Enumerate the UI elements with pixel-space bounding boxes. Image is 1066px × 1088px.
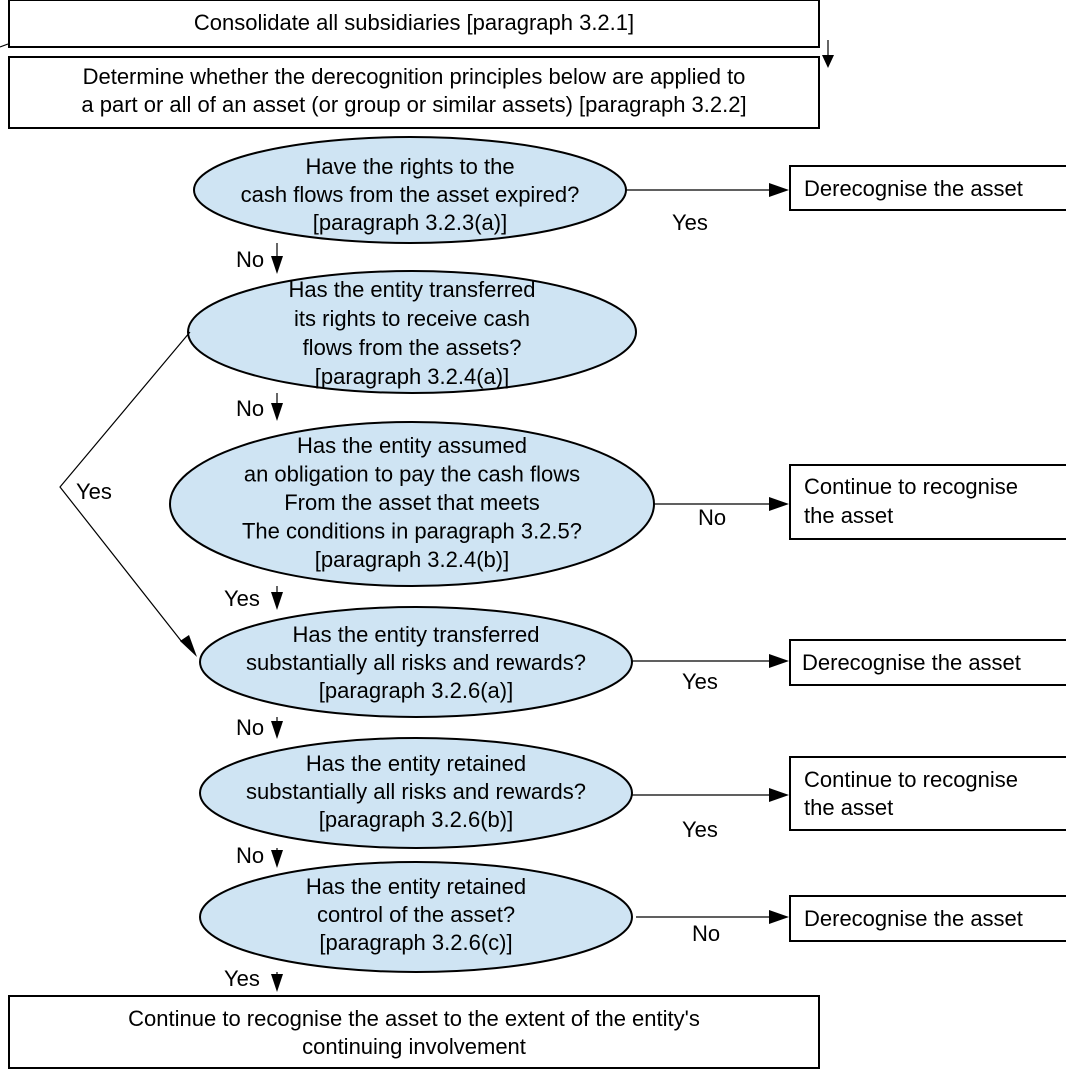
q6-no-connector: No: [636, 910, 789, 946]
text-line: [paragraph 3.2.3(a)]: [313, 210, 507, 235]
q3-yes-connector: Yes: [224, 586, 283, 611]
q4-no-label: No: [236, 715, 264, 740]
q1-no-label: No: [236, 247, 264, 272]
q5-no-connector: No: [236, 843, 283, 868]
question-retained-risks-text: Has the entity retained substantially all…: [246, 751, 586, 832]
derecognise-box-3: Derecognise the asset: [789, 895, 1066, 942]
text-line: Continue to recognise: [804, 767, 1018, 792]
question-expired-text: Have the rights to the cash flows from th…: [241, 154, 580, 235]
continue-text-2: Continue to recognise the asset: [804, 767, 1018, 820]
text-line: Derecognise the asset: [804, 176, 1023, 201]
q5-yes-label: Yes: [682, 817, 718, 842]
text-line: [paragraph 3.2.6(b)]: [319, 807, 513, 832]
text-line: an obligation to pay the cash flows: [244, 462, 580, 487]
question-obligation: Has the entity assumed an obligation to p…: [169, 421, 655, 587]
q2-no-connector: No: [236, 393, 283, 421]
text-line: Determine whether the derecognition prin…: [83, 64, 746, 89]
text-line: Derecognise the asset: [802, 650, 1021, 675]
text-line: Have the rights to the: [305, 154, 514, 179]
q1-no-connector: No: [236, 243, 283, 274]
derecognise-text-2: Derecognise the asset: [802, 650, 1021, 675]
q3-no-connector: No: [654, 497, 789, 530]
text-line: Has the entity retained: [306, 874, 526, 899]
text-line: Has the entity assumed: [297, 433, 527, 458]
text-line: substantially all risks and rewards?: [246, 779, 586, 804]
determine-box: Determine whether the derecognition prin…: [8, 56, 820, 129]
text-line: Has the entity transferred: [288, 277, 535, 302]
text-line: the asset: [804, 503, 893, 528]
q3-no-label: No: [698, 505, 726, 530]
q2-no-label: No: [236, 396, 264, 421]
question-retained-control-text: Has the entity retained control of the as…: [306, 874, 526, 955]
continue-box-2: Continue to recognise the asset: [789, 756, 1066, 831]
question-obligation-text: Has the entity assumed an obligation to p…: [242, 433, 582, 572]
text-line: substantially all risks and rewards?: [246, 650, 586, 675]
question-transferred-risks: Has the entity transferred substantially …: [199, 606, 633, 718]
text-line: a part or all of an asset (or group or s…: [81, 92, 746, 117]
q4-yes-label: Yes: [682, 669, 718, 694]
question-transferred-risks-text: Has the entity transferred substantially …: [246, 622, 586, 703]
text-line: Has the entity retained: [306, 751, 526, 776]
stray-arrow: [0, 40, 834, 68]
text-line: continuing involvement: [302, 1034, 526, 1059]
derecognise-box-1: Derecognise the asset: [789, 165, 1066, 211]
derecognise-text-3: Derecognise the asset: [804, 906, 1023, 931]
continue-box-1: Continue to recognise the asset: [789, 464, 1066, 540]
question-expired: Have the rights to the cash flows from th…: [193, 136, 627, 244]
text-line: [paragraph 3.2.4(b)]: [315, 547, 509, 572]
text-line: [paragraph 3.2.6(a)]: [319, 678, 513, 703]
derecognise-box-2: Derecognise the asset: [789, 639, 1066, 686]
q5-yes-connector: Yes: [632, 788, 789, 842]
text-line: Derecognise the asset: [804, 906, 1023, 931]
question-transferred-rights-text: Has the entity transferred its rights to …: [288, 277, 535, 389]
q6-no-label: No: [692, 921, 720, 946]
text-line: [paragraph 3.2.4(a)]: [315, 364, 509, 389]
question-transferred-rights: Has the entity transferred its rights to …: [187, 270, 637, 394]
text-line: flows from the assets?: [303, 335, 522, 360]
derecognise-text-1: Derecognise the asset: [804, 176, 1023, 201]
text-line: Has the entity transferred: [292, 622, 539, 647]
question-retained-control: Has the entity retained control of the as…: [199, 861, 633, 973]
text-line: Consolidate all subsidiaries [paragraph …: [194, 10, 634, 35]
final-text: Continue to recognise the asset to the e…: [128, 1006, 700, 1059]
text-line: The conditions in paragraph 3.2.5?: [242, 519, 582, 544]
q6-yes-connector: Yes: [224, 966, 283, 992]
consolidate-text: Consolidate all subsidiaries [paragraph …: [194, 10, 634, 35]
text-line: From the asset that meets: [284, 490, 540, 515]
text-line: control of the asset?: [317, 902, 515, 927]
continue-text-1: Continue to recognise the asset: [804, 474, 1018, 528]
determine-text: Determine whether the derecognition prin…: [81, 64, 746, 117]
consolidate-box: Consolidate all subsidiaries [paragraph …: [8, 0, 820, 48]
text-line: cash flows from the asset expired?: [241, 182, 580, 207]
q4-yes-connector: Yes: [632, 654, 789, 694]
question-retained-risks: Has the entity retained substantially all…: [199, 737, 633, 849]
q5-no-label: No: [236, 843, 264, 868]
text-line: Continue to recognise: [804, 474, 1018, 499]
text-line: Continue to recognise the asset to the e…: [128, 1006, 700, 1031]
text-line: [paragraph 3.2.6(c)]: [319, 930, 512, 955]
text-line: the asset: [804, 795, 893, 820]
q6-yes-label: Yes: [224, 966, 260, 991]
final-box: Continue to recognise the asset to the e…: [8, 995, 820, 1069]
q2-yes-connector: Yes: [59, 331, 197, 657]
q1-yes-connector: Yes: [626, 183, 789, 235]
q3-yes-label: Yes: [224, 586, 260, 611]
q4-no-connector: No: [236, 715, 283, 740]
q2-yes-label: Yes: [76, 479, 112, 504]
q1-yes-label: Yes: [672, 210, 708, 235]
text-line: its rights to receive cash: [294, 306, 530, 331]
